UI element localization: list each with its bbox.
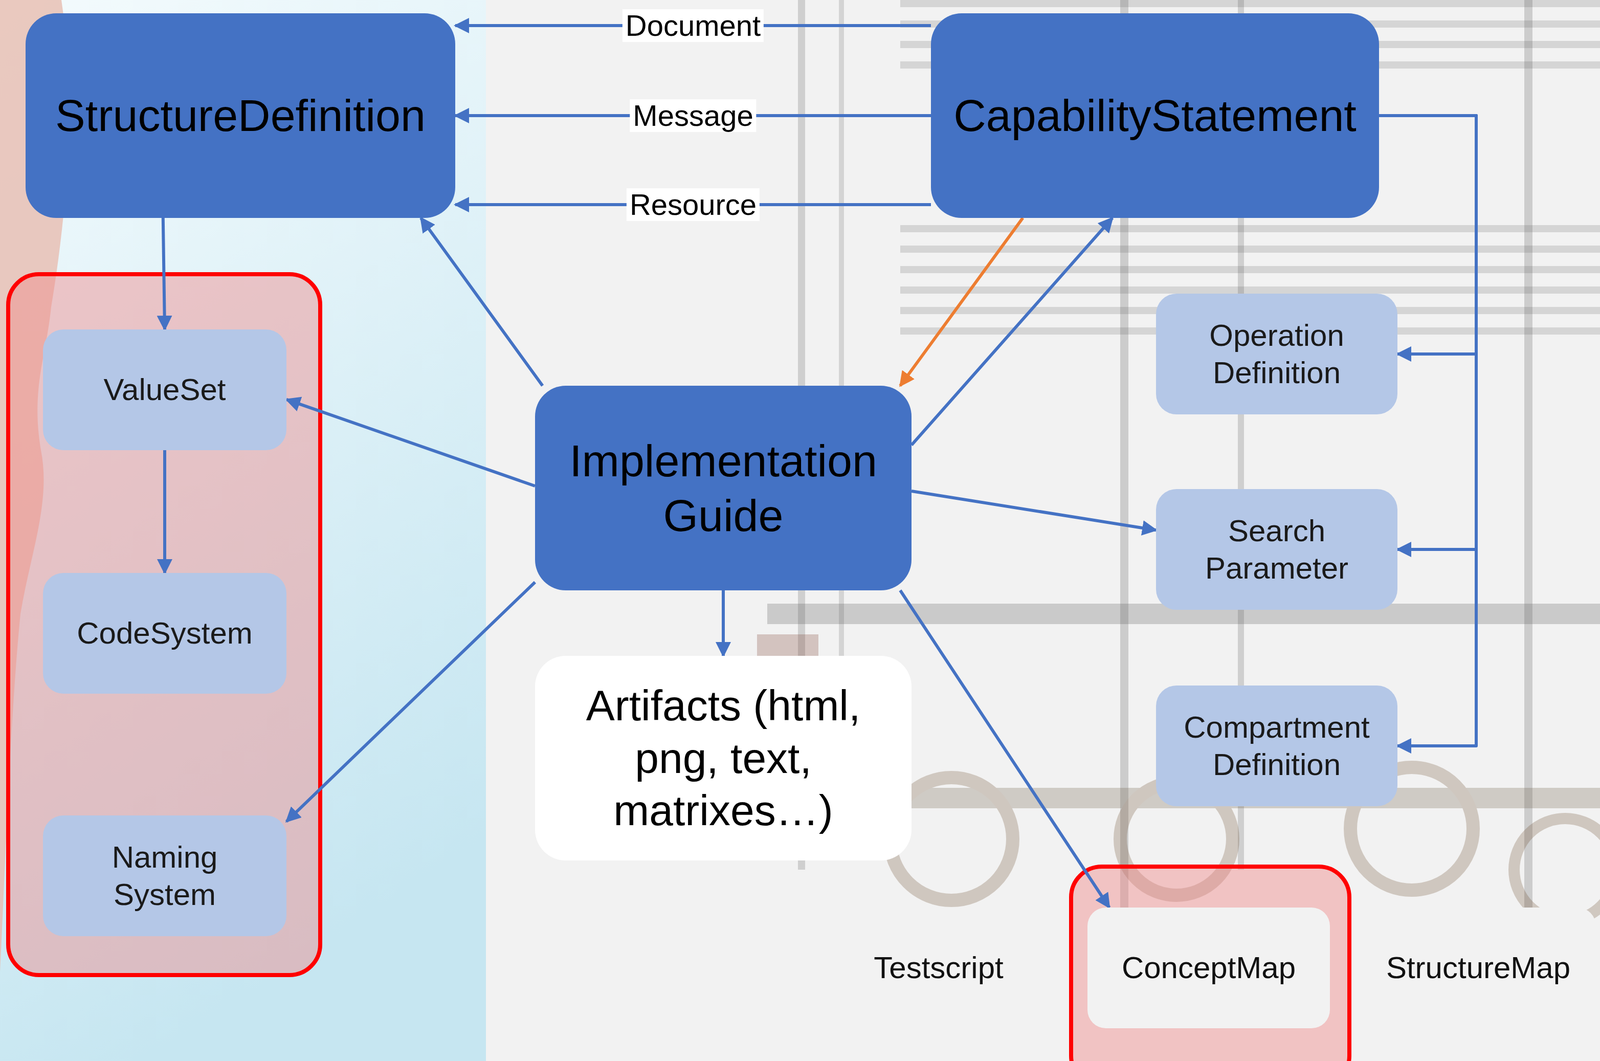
box-label: Testscript: [832, 948, 1045, 987]
edge-label: Message: [629, 99, 757, 132]
group-outline: [8, 274, 321, 975]
connector-arrow: [420, 217, 543, 386]
connector-arrow: [1379, 115, 1477, 746]
connector-arrow: [163, 217, 165, 330]
resource-box: StructureMap: [1360, 907, 1596, 1029]
box-label: Operation Definition: [1170, 316, 1384, 392]
edge-label: Resource: [626, 188, 760, 221]
resource-box: Operation Definition: [1156, 293, 1398, 415]
resource-box: Compartment Definition: [1156, 685, 1398, 807]
connector-arrow: [286, 582, 536, 822]
resource-box: ValueSet: [42, 329, 287, 451]
header-box: CapabilityStatement: [930, 13, 1380, 218]
header-box: StructureDefinition: [25, 13, 456, 218]
box-label: CodeSystem: [57, 614, 273, 652]
box-label: Naming System: [57, 838, 273, 914]
box-label: Implementation Guide: [549, 433, 898, 544]
resource-box: Naming System: [42, 815, 287, 937]
connector-arrow: [286, 399, 536, 486]
connector-arrow: [911, 491, 1157, 530]
box-label: Search Parameter: [1170, 512, 1384, 587]
connector-arrow: [721, 590, 725, 656]
connector-arrow: [163, 450, 167, 573]
connector-arrow: [900, 217, 1024, 386]
resource-box: CodeSystem: [42, 572, 287, 694]
central-box: Implementation Guide: [535, 385, 912, 591]
machine-stacks: [900, 0, 1600, 335]
box-label: ConceptMap: [1101, 948, 1316, 987]
connector-arrow: [900, 590, 1110, 908]
resource-box: Search Parameter: [1156, 489, 1398, 610]
box-label: StructureMap: [1374, 948, 1582, 987]
left-backdrop: [0, 0, 486, 1061]
box-label: ValueSet: [57, 370, 273, 409]
box-label: Compartment Definition: [1170, 708, 1384, 784]
resource-box: ConceptMap: [1087, 907, 1330, 1029]
box-label: Artifacts (html, png, text, matrixes…): [549, 679, 898, 837]
machine-backdrop: [485, 0, 1600, 1061]
resource-box: Testscript: [818, 907, 1059, 1029]
connector-arrow: [911, 217, 1113, 446]
highlight-outline: [1071, 866, 1350, 1061]
box-label: StructureDefinition: [39, 87, 441, 143]
box-label: CapabilityStatement: [945, 87, 1365, 143]
edge-label: Document: [622, 9, 764, 42]
artifact-box: Artifacts (html, png, text, matrixes…): [535, 655, 912, 861]
